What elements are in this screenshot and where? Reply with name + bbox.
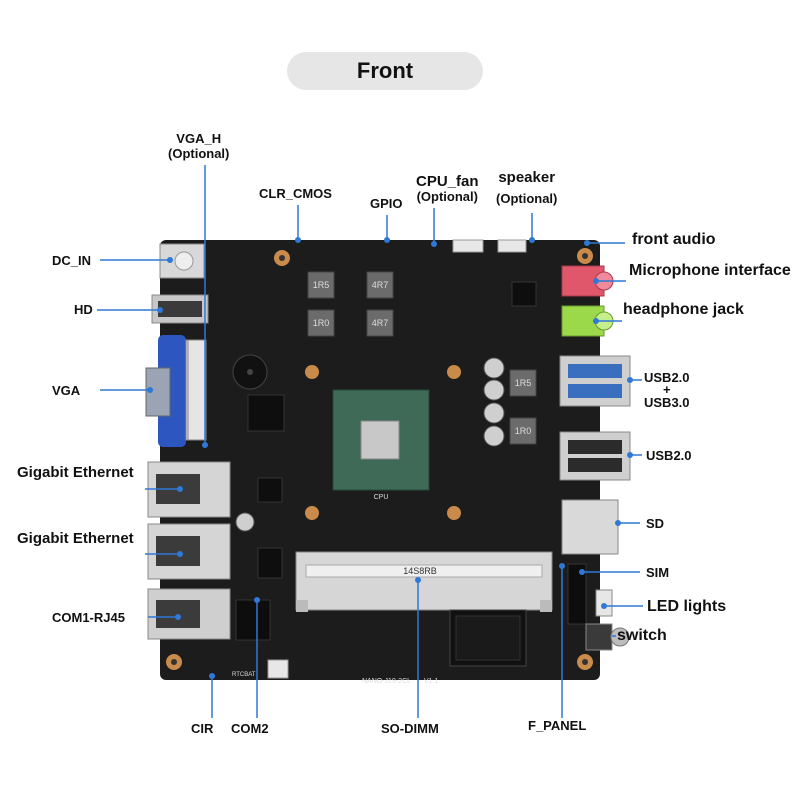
speaker-text: speaker — [498, 169, 556, 186]
inductor-label: 1R0 — [313, 318, 330, 328]
board-name: NANO-J19-2CL — [362, 678, 411, 685]
switch-button — [585, 623, 613, 651]
leader-lines — [97, 165, 643, 718]
motherboard: 1R5 1R0 4R7 4R7 1R5 1R0 CPU 14S8RB — [145, 239, 631, 685]
cpu-label: CPU — [374, 494, 389, 501]
sodimm-slot: 14S8RB — [295, 551, 553, 612]
cpu-fan-note: (Optional) — [416, 189, 478, 204]
com1-rj45-label: COM1-RJ45 — [52, 610, 125, 625]
audio-chip — [511, 281, 537, 307]
microphone-label: Microphone interface — [629, 262, 791, 279]
hd-label: HD — [74, 302, 93, 317]
usb-combo-label: USB2.0 + USB3.0 — [644, 370, 690, 410]
ram-label: 14S8RB — [403, 566, 437, 576]
f-panel-header — [567, 563, 587, 625]
cpu-fan-header — [452, 239, 484, 253]
usb-combo-text-1: USB2.0 — [644, 370, 690, 385]
speaker-label: speaker (Optional) — [496, 170, 557, 206]
sodimm-label: SO-DIMM — [381, 721, 439, 736]
cpu: CPU — [332, 389, 430, 501]
gpio-label: GPIO — [370, 196, 403, 211]
inductor-label: 4R7 — [372, 318, 389, 328]
cir-label: CIR — [191, 721, 214, 736]
vga-h-note: (Optional) — [168, 146, 230, 161]
com2-header — [235, 599, 271, 641]
dc-in-label: DC_IN — [52, 253, 92, 268]
cpu-fan-text: CPU_fan — [416, 173, 479, 190]
gigabit-ethernet-2-label: Gigabit Ethernet — [17, 530, 134, 547]
speaker-header — [497, 239, 527, 253]
com1-rj45-port — [147, 588, 231, 640]
inductor-label: 1R5 — [313, 280, 330, 290]
flash-chip — [257, 547, 283, 579]
f-panel-label: F_PANEL — [528, 718, 587, 733]
rtc-battery-label: RTCBAT — [232, 672, 256, 678]
front-audio-label: front audio — [632, 231, 716, 248]
mounting-holes — [166, 248, 593, 670]
usb-combo-port — [559, 355, 631, 407]
headphone-label: headphone jack — [623, 301, 744, 318]
gigabit-ethernet-1-label: Gigabit Ethernet — [17, 464, 134, 481]
ethernet-port-2 — [147, 523, 231, 580]
com2-label: COM2 — [231, 721, 269, 736]
usb-combo-plus: + — [662, 382, 671, 397]
inductor-label: 4R7 — [372, 280, 389, 290]
clr-cmos-label: CLR_CMOS — [259, 186, 332, 201]
main-controller-chip — [449, 609, 527, 667]
inductor-label: 1R5 — [515, 378, 532, 388]
sim-label: SIM — [646, 565, 670, 580]
vga-h-label: VGA_H (Optional) — [168, 131, 229, 161]
vga-h-header — [187, 339, 207, 441]
sd-slot — [561, 499, 619, 555]
usb2-port — [559, 431, 631, 481]
vga-h-text: VGA_H — [176, 131, 222, 146]
io-chip — [247, 394, 285, 432]
inductor-label: 1R0 — [515, 426, 532, 436]
switch-label: switch — [617, 627, 667, 644]
usb2-label: USB2.0 — [646, 448, 692, 463]
speaker-note: (Optional) — [496, 191, 558, 206]
cir-header — [267, 659, 289, 679]
led-lights-label: LED lights — [647, 598, 727, 615]
cpu-fan-label: CPU_fan (Optional) — [416, 174, 479, 204]
leader-dots — [147, 237, 633, 679]
controller-chip — [257, 477, 283, 503]
sd-label: SD — [646, 516, 665, 531]
usb-combo-text-2: USB3.0 — [644, 395, 690, 410]
board-version: V1.1 — [424, 678, 439, 685]
vga-label: VGA — [52, 383, 81, 398]
capacitors — [235, 357, 505, 532]
front-title: Front — [287, 52, 483, 90]
